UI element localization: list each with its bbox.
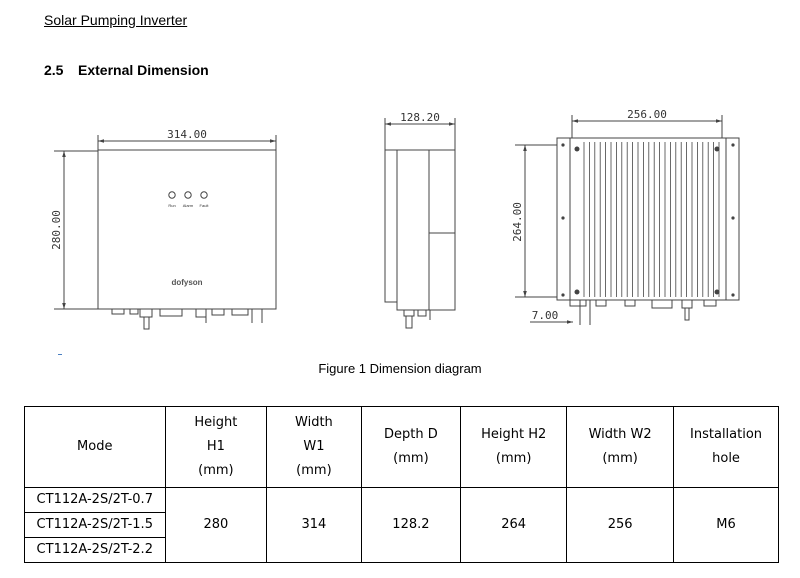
section-heading: 2.5 External Dimension [44, 62, 209, 78]
figure-caption: Figure 1 Dimension diagram [318, 361, 482, 376]
indicator-alarm-label: Alarm [183, 203, 194, 208]
col-header-installation-hole: Installation hole [673, 406, 779, 488]
section-number: 2.5 [44, 62, 64, 78]
header-line: hole [712, 451, 740, 466]
front-width-label: 314.00 [167, 128, 207, 141]
mounting-hole-icon [714, 289, 720, 295]
col-header-height-h2: Height H2 (mm) [460, 406, 568, 488]
model-cell: CT112A-2S/2T-1.5 [24, 512, 166, 538]
table-row: CT112A-2S/2T-0.7 280 314 128.2 264 256 M… [24, 487, 779, 563]
height-h2-cell: 264 [460, 487, 568, 563]
header-line: H1 [206, 439, 225, 454]
table-row: CT112A-2S/2T-2.2 [24, 537, 779, 563]
depth-d-cell: 128.2 [360, 487, 462, 563]
section-title: External Dimension [78, 62, 209, 78]
header-line: (mm) [602, 451, 638, 466]
indicator-fault-label: Fault [200, 203, 210, 208]
header-line: (mm) [198, 463, 234, 478]
side-depth-label: 128.20 [400, 111, 440, 124]
header-line: Width [295, 415, 333, 430]
header-line: (mm) [495, 451, 532, 466]
height-h1-cell: 280 [164, 487, 268, 563]
back-height-label: 264.00 [511, 202, 524, 242]
mounting-holes [561, 143, 735, 297]
header-line: Installation [690, 427, 763, 442]
model-cell: CT112A-2S/2T-0.7 [24, 487, 166, 513]
col-header-mode: Mode [24, 406, 166, 488]
front-height-label: 280.00 [50, 210, 63, 250]
width-w2-cell: 256 [566, 487, 675, 563]
front-view [54, 135, 277, 330]
col-header-depth-d: Depth D (mm) [360, 406, 462, 488]
col-header-width-w2: Width W2 (mm) [566, 406, 675, 488]
width-w1-cell: 314 [266, 487, 362, 563]
brand-logo: dofyson [171, 278, 202, 287]
table-row: CT112A-2S/2T-1.5 [24, 512, 779, 538]
header-line: Width W2 [588, 427, 652, 442]
heatsink-fins [583, 142, 720, 297]
header-line: W1 [303, 439, 325, 454]
back-offset-label: 7.00 [532, 309, 559, 322]
indicator-run-label: Run [168, 203, 175, 208]
back-width-label: 256.00 [627, 108, 667, 121]
model-cell: CT112A-2S/2T-2.2 [24, 537, 166, 563]
mounting-hole-icon [574, 146, 580, 152]
header-line: Height [194, 415, 238, 430]
header-line: Height H2 [481, 427, 547, 442]
header-line: Depth D [384, 427, 438, 442]
dimension-diagram: 314.00 280.00 Run Alarm Fault dofyson 12… [50, 108, 740, 330]
header-line: (mm) [393, 451, 429, 466]
mounting-hole-icon [714, 146, 720, 152]
side-view [384, 118, 456, 329]
blue-mark [58, 354, 62, 355]
installation-hole-cell: M6 [673, 487, 779, 563]
document-header: Solar Pumping Inverter [44, 12, 188, 28]
mounting-hole-icon [574, 289, 580, 295]
back-view [515, 115, 740, 325]
header-line: (mm) [296, 463, 332, 478]
